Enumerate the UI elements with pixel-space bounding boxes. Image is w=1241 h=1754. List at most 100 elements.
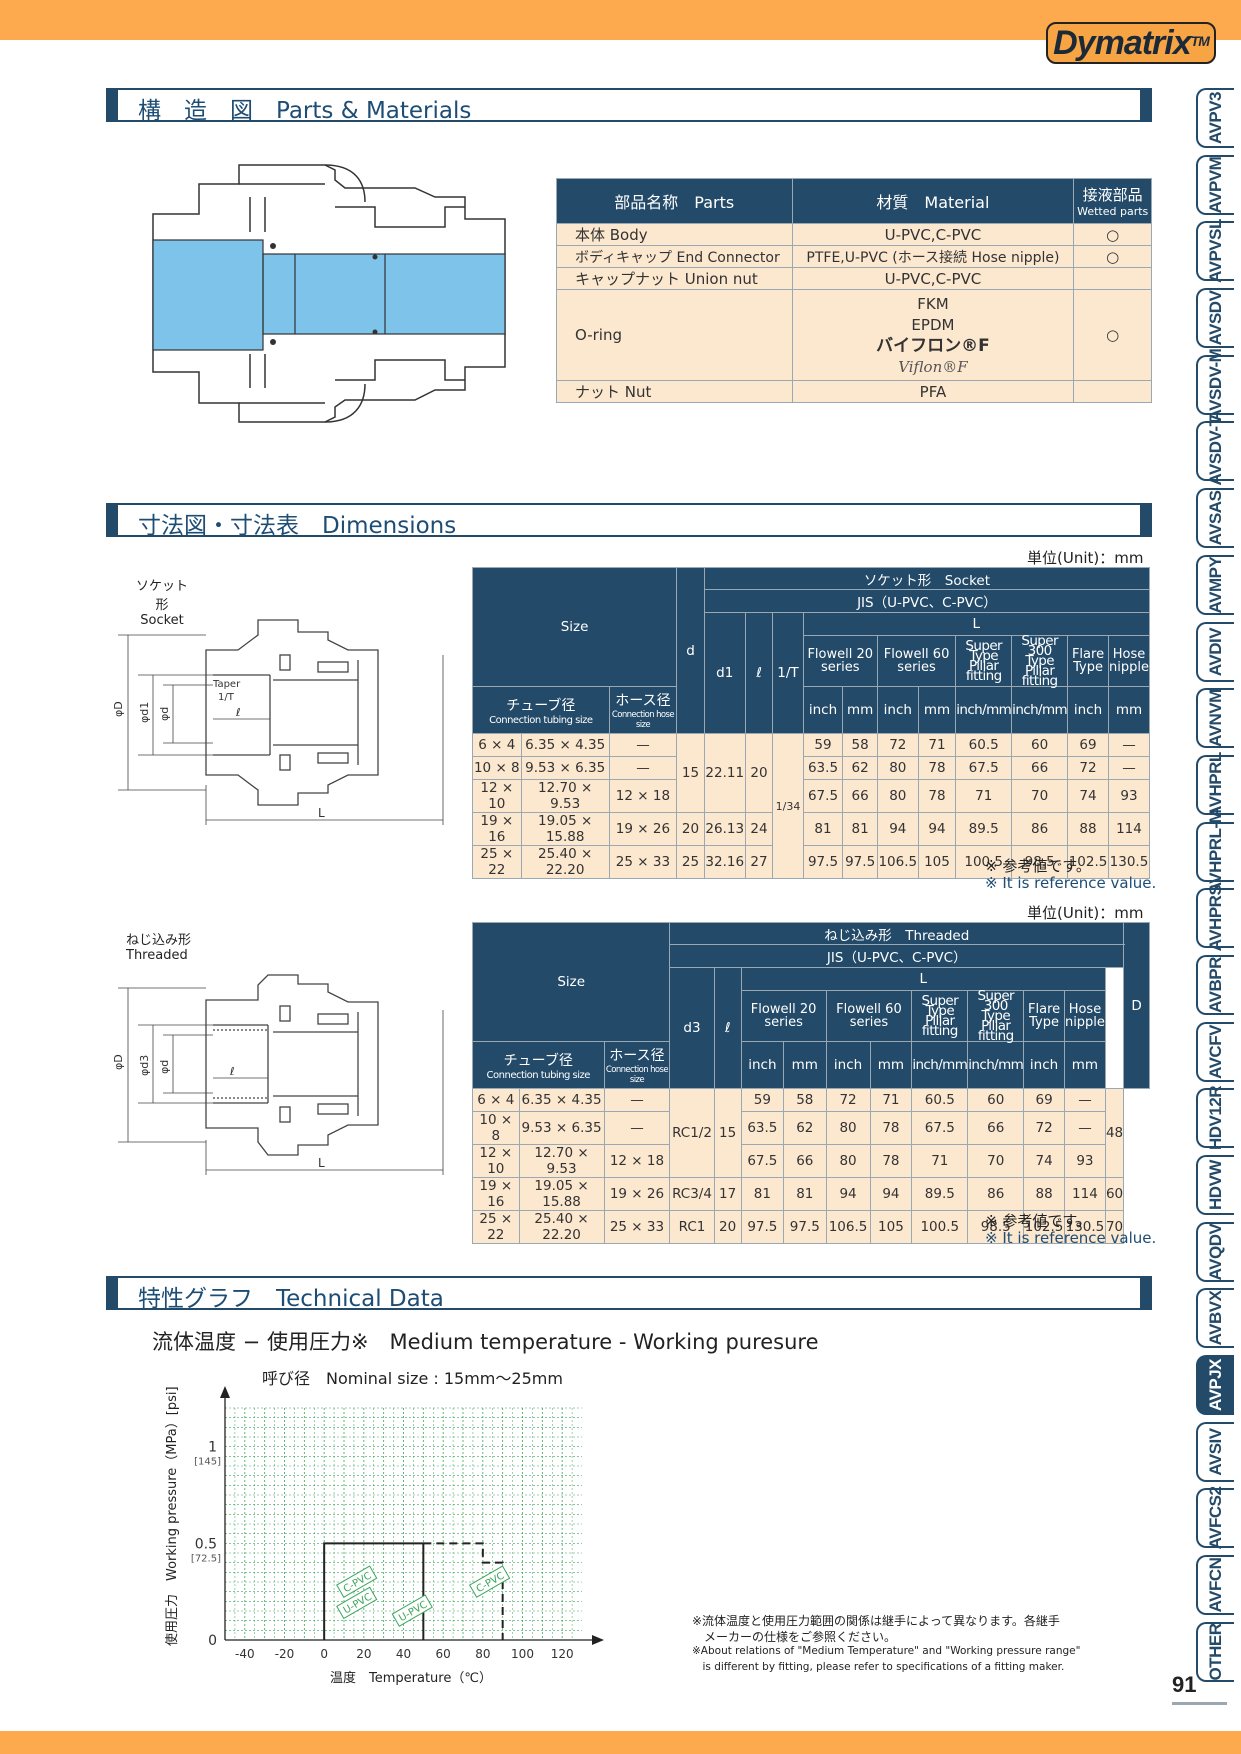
side-tab-avsas[interactable]: AVSAS: [1196, 488, 1234, 549]
chart-axes: [220, 1386, 604, 1645]
threaded-phid3-label: φd3: [138, 1055, 151, 1076]
wetted-union-nut: [1073, 267, 1152, 290]
side-tab-avpvm[interactable]: AVPVM: [1196, 154, 1234, 215]
socket-dimensions-table: Size d ソケット形 Socket JIS（U-PVC、C-PVC） d1 …: [471, 567, 1151, 879]
x-tick-label: 40: [396, 1647, 411, 1661]
side-tab-avpjx[interactable]: AVPJX: [1196, 1355, 1234, 1416]
socket-header-ell: ℓ: [744, 612, 774, 734]
x-tick-label: 120: [551, 1647, 574, 1661]
side-tab-avfcs2[interactable]: AVFCS2: [1196, 1487, 1234, 1550]
side-tab-avnvm[interactable]: AVNVM: [1196, 688, 1234, 749]
threaded-dimension-drawing: φD φd3 φd ℓ L: [112, 974, 444, 1175]
side-tab-avbpr[interactable]: AVBPR: [1196, 954, 1234, 1015]
socket-taper-value: 1/T: [218, 692, 235, 703]
threaded-header-d3: d3: [669, 967, 715, 1089]
side-tab-avfcn[interactable]: AVFCN: [1196, 1555, 1234, 1616]
socket-phid1-label: φd1: [138, 702, 151, 723]
x-tick-label: -40: [235, 1647, 255, 1661]
threaded-phiD-label: φD: [112, 1054, 125, 1070]
series-line-c-pvc: [423, 1542, 504, 1640]
y-tick-psi-label: [145]: [194, 1457, 221, 1468]
socket-L-label: L: [318, 806, 325, 820]
side-tab-label: HDV12R: [1206, 1086, 1225, 1151]
materials-header-parts: 部品名称 Parts: [556, 178, 793, 224]
socket-header-d1: d1: [703, 612, 746, 734]
side-tab-label: AVPJX: [1206, 1359, 1225, 1412]
side-tab-label: AVNVM: [1206, 689, 1225, 748]
y-tick-label: 0.5: [195, 1536, 217, 1552]
side-tab-avhprs[interactable]: AVHPRS: [1196, 885, 1234, 952]
annotation-box: [468, 1565, 511, 1598]
side-tab-other[interactable]: OTHER: [1196, 1621, 1234, 1682]
side-tab-avsdv-m[interactable]: AVSDV-M: [1196, 348, 1234, 421]
side-tab-avdiv[interactable]: AVDIV: [1196, 621, 1234, 682]
threaded-header-L: L: [740, 967, 1106, 991]
section-header-dimensions: 寸法図・寸法表 Dimensions: [106, 503, 1152, 539]
threaded-note-en: ※ It is reference value.: [985, 1229, 1157, 1247]
series-annotation: U-PVC: [391, 1594, 433, 1627]
x-tick-label: 20: [356, 1647, 371, 1661]
brand-name: Dymatrix: [1053, 24, 1192, 62]
x-tick-label: 60: [436, 1647, 451, 1661]
part-nut: ナット Nut: [556, 380, 793, 403]
side-tab-avhprl[interactable]: AVHPRL: [1196, 752, 1234, 818]
x-tick-label: 0: [320, 1647, 328, 1661]
threaded-phid-label: φd: [158, 1060, 171, 1074]
socket-header-d: d: [676, 567, 705, 734]
material-end-connector: PTFE,U-PVC (ホース接続 Hose nipple): [791, 245, 1075, 268]
side-tab-avsiv[interactable]: AVSIV: [1196, 1421, 1234, 1482]
socket-header-L: L: [802, 612, 1151, 636]
side-tab-label: AVSDV-M: [1206, 348, 1225, 422]
side-tab-avhprl-m[interactable]: AVHPRL-M: [1196, 809, 1234, 894]
side-tab-label: AVHPRL: [1206, 752, 1225, 818]
socket-header-super300: Super 300 Type Pillar fitting: [1011, 634, 1069, 688]
socket-unit: 単位(Unit)：mm: [1027, 549, 1144, 567]
side-tab-avsdv[interactable]: AVSDV: [1196, 288, 1234, 349]
side-tab-label: AVDIV: [1206, 627, 1225, 676]
x-axis-arrow: [592, 1635, 604, 1645]
side-tab-avbvx[interactable]: AVBVX: [1196, 1288, 1234, 1349]
materials-header-material: 材質 Material: [791, 178, 1075, 224]
page-number-underline: [1172, 1702, 1227, 1705]
material-union-nut: U-PVC,C-PVC: [791, 267, 1075, 290]
threaded-unit: 単位(Unit)：mm: [1027, 904, 1144, 922]
side-tab-label: AVCFV: [1206, 1024, 1225, 1079]
side-tab-label: AVSDV-T: [1206, 416, 1225, 486]
socket-header-fw60: Flowell 60 series: [876, 635, 957, 687]
side-tab-avpv3[interactable]: AVPV3: [1196, 88, 1234, 148]
chart-grid: [225, 1407, 582, 1640]
side-tab-hdv12r[interactable]: HDV12R: [1196, 1086, 1234, 1151]
threaded-header-type: ねじ込み形 Threaded: [669, 922, 1125, 945]
side-tab-avqdv[interactable]: AVQDV: [1196, 1221, 1234, 1282]
side-tab-label: AVHPRL-M: [1206, 809, 1225, 894]
side-tab-avsdv-t[interactable]: AVSDV-T: [1196, 417, 1234, 486]
footnote-jp-1: ※流体温度と使用圧力範囲の関係は継手によって異なります。各継手: [692, 1614, 1060, 1628]
socket-note-jp: ※ 参考値です。: [985, 857, 1091, 875]
threaded-dimensions-table: Size ねじ込み形 Threaded D JIS（U-PVC、C-PVC） d…: [471, 922, 1150, 1244]
side-tab-label: AVSAS: [1206, 490, 1225, 546]
side-tab-avcfv[interactable]: AVCFV: [1196, 1021, 1234, 1082]
side-tab-label: AVPV3: [1206, 92, 1225, 144]
threaded-L-label: L: [318, 1156, 325, 1170]
socket-header-super: Super Type Pillar fitting: [955, 635, 1013, 687]
side-tab-avpvsl[interactable]: AVPVSL: [1196, 219, 1234, 283]
side-tab-label: AVFCN: [1206, 1557, 1225, 1613]
side-tab-avmpy[interactable]: AVMPY: [1196, 554, 1234, 615]
side-tab-hdvw[interactable]: HDVW: [1196, 1155, 1234, 1215]
socket-header-taper: 1/T: [772, 612, 804, 734]
socket-header-type: ソケット形 Socket: [703, 567, 1151, 590]
side-tab-label: AVBVX: [1206, 1290, 1225, 1346]
part-end-connector: ボディキャップ End Connector: [556, 245, 793, 268]
chart-title: 呼び径 Nominal size : 15mm～25mm: [262, 1369, 563, 1388]
top-band: [0, 0, 1241, 40]
x-tick-label: 80: [475, 1647, 490, 1661]
footnote-en-1: ※About relations of "Medium Temperature"…: [692, 1645, 1081, 1657]
